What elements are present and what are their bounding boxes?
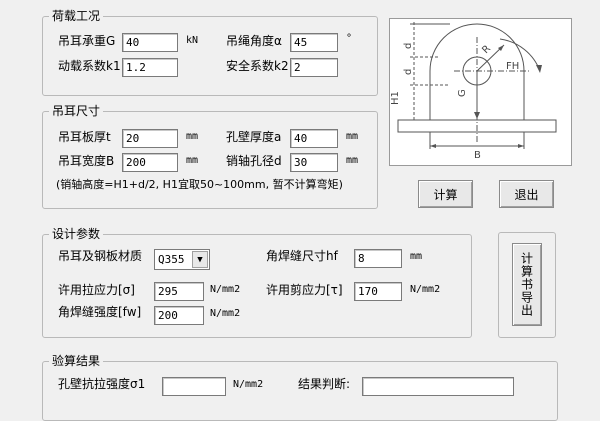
export-report-label: 计算书导出	[519, 252, 534, 317]
export-report-button[interactable]: 计算书导出	[512, 243, 542, 326]
weld-strength-input[interactable]	[154, 306, 204, 325]
results-group-title: 验算结果	[49, 353, 104, 369]
dynamic-label: 动载系数k1	[58, 59, 121, 73]
design-group: 设计参数	[42, 226, 472, 338]
wall-thickness-input[interactable]	[290, 129, 338, 148]
load-group: 荷载工况	[42, 8, 378, 96]
label-b: B	[474, 150, 481, 161]
shear-stress-unit: N/mm2	[410, 284, 441, 295]
angle-label: 吊绳角度α	[226, 34, 282, 48]
safety-label: 安全系数k2	[226, 59, 289, 73]
label-g: G	[457, 89, 468, 97]
shear-stress-label: 许用剪应力[τ]	[266, 283, 343, 297]
lug-outline	[429, 23, 525, 120]
lifting-lug-diagram: H1 d d G R FH B	[389, 18, 572, 166]
plate-thickness-unit: mm	[186, 131, 199, 142]
weld-size-input[interactable]	[354, 249, 402, 268]
shear-stress-input[interactable]	[354, 282, 402, 301]
design-group-title: 设计参数	[49, 226, 104, 242]
hole-strength-unit: N/mm2	[233, 379, 264, 390]
dims-note: (销轴高度=H1+d/2, H1宜取50~100mm, 暂不计算弯矩)	[56, 178, 343, 191]
angle-unit: °	[346, 33, 353, 44]
label-r: R	[480, 43, 493, 56]
pin-hole-unit: mm	[346, 155, 359, 166]
capacity-input[interactable]	[122, 33, 178, 52]
weld-strength-label: 角焊缝强度[fw]	[58, 305, 142, 319]
capacity-unit: kN	[186, 35, 199, 46]
material-value: Q355	[158, 253, 185, 266]
verdict-output[interactable]	[362, 377, 514, 396]
hole-strength-label: 孔壁抗拉强度σ1	[58, 377, 146, 391]
dims-group: 吊耳尺寸	[42, 103, 378, 209]
wall-thickness-unit: mm	[346, 131, 359, 142]
verdict-label: 结果判断:	[298, 377, 351, 391]
label-h1: H1	[390, 91, 401, 105]
pin-hole-input[interactable]	[290, 153, 338, 172]
dims-group-title: 吊耳尺寸	[49, 103, 104, 119]
label-d-top: d	[403, 43, 414, 49]
chevron-down-icon[interactable]: ▼	[192, 251, 208, 268]
lifting-lug-drawing: H1 d d G R FH B	[390, 22, 557, 161]
calculate-button[interactable]: 计算	[418, 180, 473, 208]
tensile-stress-label: 许用拉应力[σ]	[58, 283, 135, 297]
weld-size-label: 角焊缝尺寸hf	[266, 249, 338, 263]
hole-strength-output[interactable]	[162, 377, 226, 396]
tensile-stress-input[interactable]	[154, 282, 204, 301]
wall-thickness-label: 孔壁厚度a	[226, 130, 282, 144]
safety-input[interactable]	[290, 58, 338, 77]
width-input[interactable]	[122, 153, 178, 172]
tensile-stress-unit: N/mm2	[210, 284, 241, 295]
report-group	[498, 232, 556, 338]
weld-strength-unit: N/mm2	[210, 308, 241, 319]
material-select[interactable]: Q355 ▼	[154, 249, 210, 270]
angle-input[interactable]	[290, 33, 338, 52]
pin-hole-label: 销轴孔径d	[226, 154, 282, 168]
label-fh: FH	[506, 61, 519, 72]
plate-thickness-input[interactable]	[122, 129, 178, 148]
material-label: 吊耳及钢板材质	[58, 249, 143, 263]
width-unit: mm	[186, 155, 199, 166]
load-group-title: 荷载工况	[49, 8, 104, 24]
capacity-label: 吊耳承重G	[58, 34, 116, 48]
exit-button[interactable]: 退出	[499, 180, 554, 208]
label-d-mid: d	[403, 69, 414, 75]
plate-thickness-label: 吊耳板厚t	[58, 130, 111, 144]
weld-size-unit: mm	[410, 251, 423, 262]
width-label: 吊耳宽度B	[58, 154, 115, 168]
dynamic-input[interactable]	[122, 58, 178, 77]
